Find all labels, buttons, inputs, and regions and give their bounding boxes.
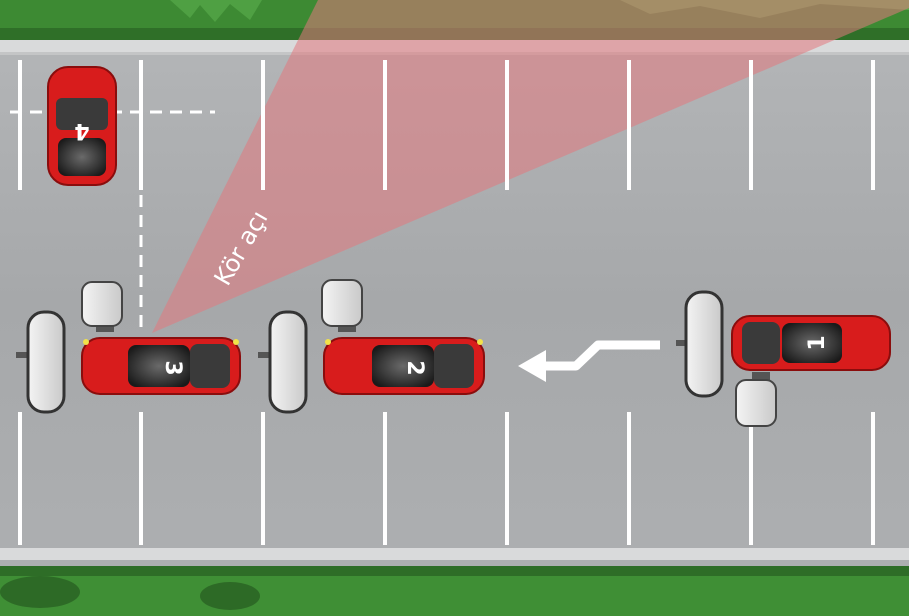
car-1-side-mirror xyxy=(736,372,776,426)
car-1: 1 xyxy=(732,316,890,370)
car-3-number: 3 xyxy=(160,360,185,375)
car-2-number: 2 xyxy=(402,360,427,375)
car-3: 3 xyxy=(82,338,240,394)
curb-bottom xyxy=(0,548,909,560)
car-4-number: 4 xyxy=(74,118,89,143)
car-1-number: 1 xyxy=(805,335,830,350)
car-4: 4 xyxy=(48,67,116,185)
grass-bottom xyxy=(0,566,909,616)
car-2: 2 xyxy=(324,338,484,394)
car-3-side-mirror xyxy=(82,282,122,332)
car-2-side-mirror xyxy=(322,280,362,332)
